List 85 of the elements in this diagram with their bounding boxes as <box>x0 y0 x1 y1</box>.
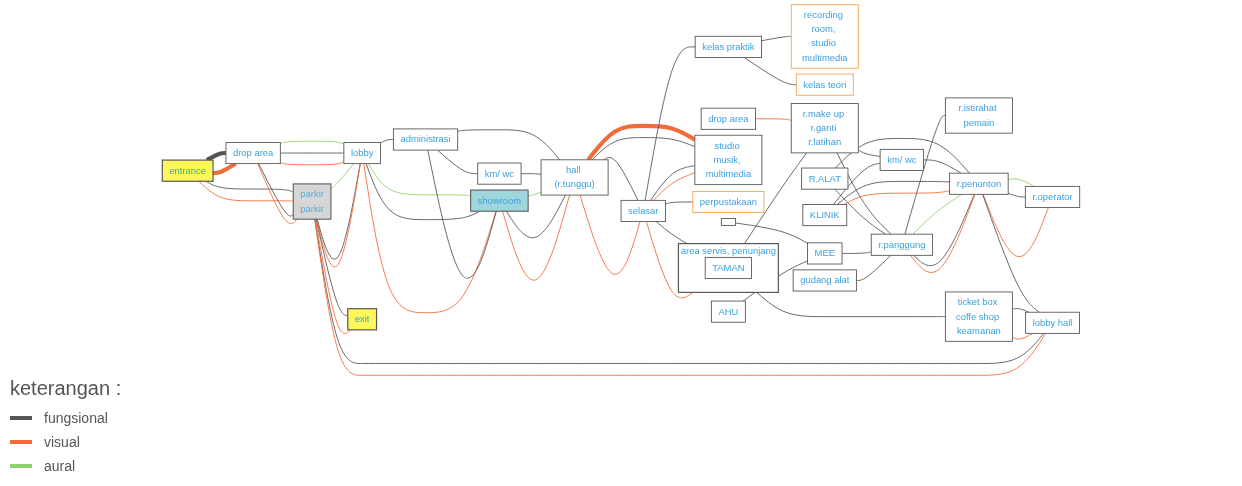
connector <box>836 180 951 205</box>
node-box: r.istirahat pemain <box>944 97 1013 134</box>
connector <box>205 180 294 193</box>
connector <box>380 139 394 144</box>
connector <box>843 190 951 205</box>
connector <box>912 193 963 235</box>
connector <box>982 193 1049 257</box>
node-box: lobby hall <box>1025 311 1080 334</box>
connector <box>579 194 641 275</box>
connector <box>502 194 571 281</box>
node-box: administrasi <box>392 128 459 151</box>
connector <box>756 291 946 318</box>
connector <box>205 150 227 162</box>
node-box: r.penonton <box>949 172 1009 195</box>
connector <box>591 137 696 161</box>
legend-heading: keterangan : <box>10 377 123 400</box>
node-box: studio musik, multimedia <box>694 134 763 186</box>
connector <box>279 140 345 145</box>
connector <box>841 251 872 254</box>
connector <box>279 161 345 166</box>
connector <box>857 149 881 157</box>
connector <box>505 194 566 239</box>
connector <box>855 254 892 281</box>
connector <box>258 163 294 217</box>
node-box: hall (r.tunggu) <box>540 159 609 196</box>
connector <box>644 46 696 201</box>
connector <box>832 162 881 205</box>
node-box: exit <box>347 308 378 331</box>
connector <box>427 149 497 279</box>
connector <box>761 36 792 42</box>
connector <box>653 172 696 201</box>
connector <box>257 163 298 225</box>
node-box: entrance <box>161 159 214 182</box>
connector <box>330 163 355 189</box>
node-box: r.operator <box>1024 185 1081 208</box>
node-box: showroom <box>470 189 529 212</box>
legend-text: fungsional <box>44 410 108 426</box>
connector <box>923 159 962 174</box>
node-box: drop area <box>700 107 756 130</box>
node-box: TAMAN <box>704 256 752 279</box>
node-box: km/ wc <box>879 148 924 171</box>
connector <box>735 222 808 244</box>
connector <box>650 165 696 201</box>
legend-text: visual <box>44 434 80 450</box>
node-box: MEE <box>807 242 843 265</box>
connector <box>744 152 808 244</box>
node-box: recording room, studio multimedia <box>790 4 859 69</box>
node-box: selasar <box>620 199 666 222</box>
connector <box>655 221 688 244</box>
connector <box>904 115 946 235</box>
connector <box>437 149 479 175</box>
connector <box>520 173 542 175</box>
node-box: drop area <box>225 142 281 165</box>
connector <box>834 188 887 235</box>
connector <box>279 152 345 154</box>
connector <box>198 180 294 202</box>
connector <box>982 193 1040 313</box>
node-box: r.make up r.ganti r.latihan <box>790 103 859 154</box>
connector <box>646 221 694 299</box>
connector <box>1011 308 1030 313</box>
node-box: gudang alat <box>792 269 857 292</box>
node-box: parkir parkir <box>292 183 332 220</box>
connector <box>363 163 497 314</box>
node-box: perpustakaan <box>692 190 765 213</box>
connector <box>755 118 792 121</box>
node-box: lobby <box>343 142 381 165</box>
connector <box>1007 193 1026 198</box>
connector <box>457 129 561 161</box>
node-box: km/ wc <box>477 162 522 185</box>
connector <box>836 152 892 235</box>
connector <box>665 201 694 205</box>
connector <box>603 157 639 201</box>
node-box <box>720 218 736 226</box>
node-box: kelas teori <box>795 73 854 96</box>
connector <box>314 218 352 335</box>
node-box: ticket box coffe shop keamanan <box>944 291 1013 342</box>
node-box: AHU <box>710 300 746 323</box>
connector <box>743 57 797 86</box>
node-box: r.panggung <box>870 233 933 256</box>
connector <box>1011 332 1034 340</box>
node-box: KLINIK <box>802 204 848 227</box>
node-box: R.ALAT <box>801 167 849 190</box>
legend-text: aural <box>44 458 76 474</box>
connector <box>1007 178 1035 187</box>
node-box: kelas praktik <box>694 35 763 58</box>
